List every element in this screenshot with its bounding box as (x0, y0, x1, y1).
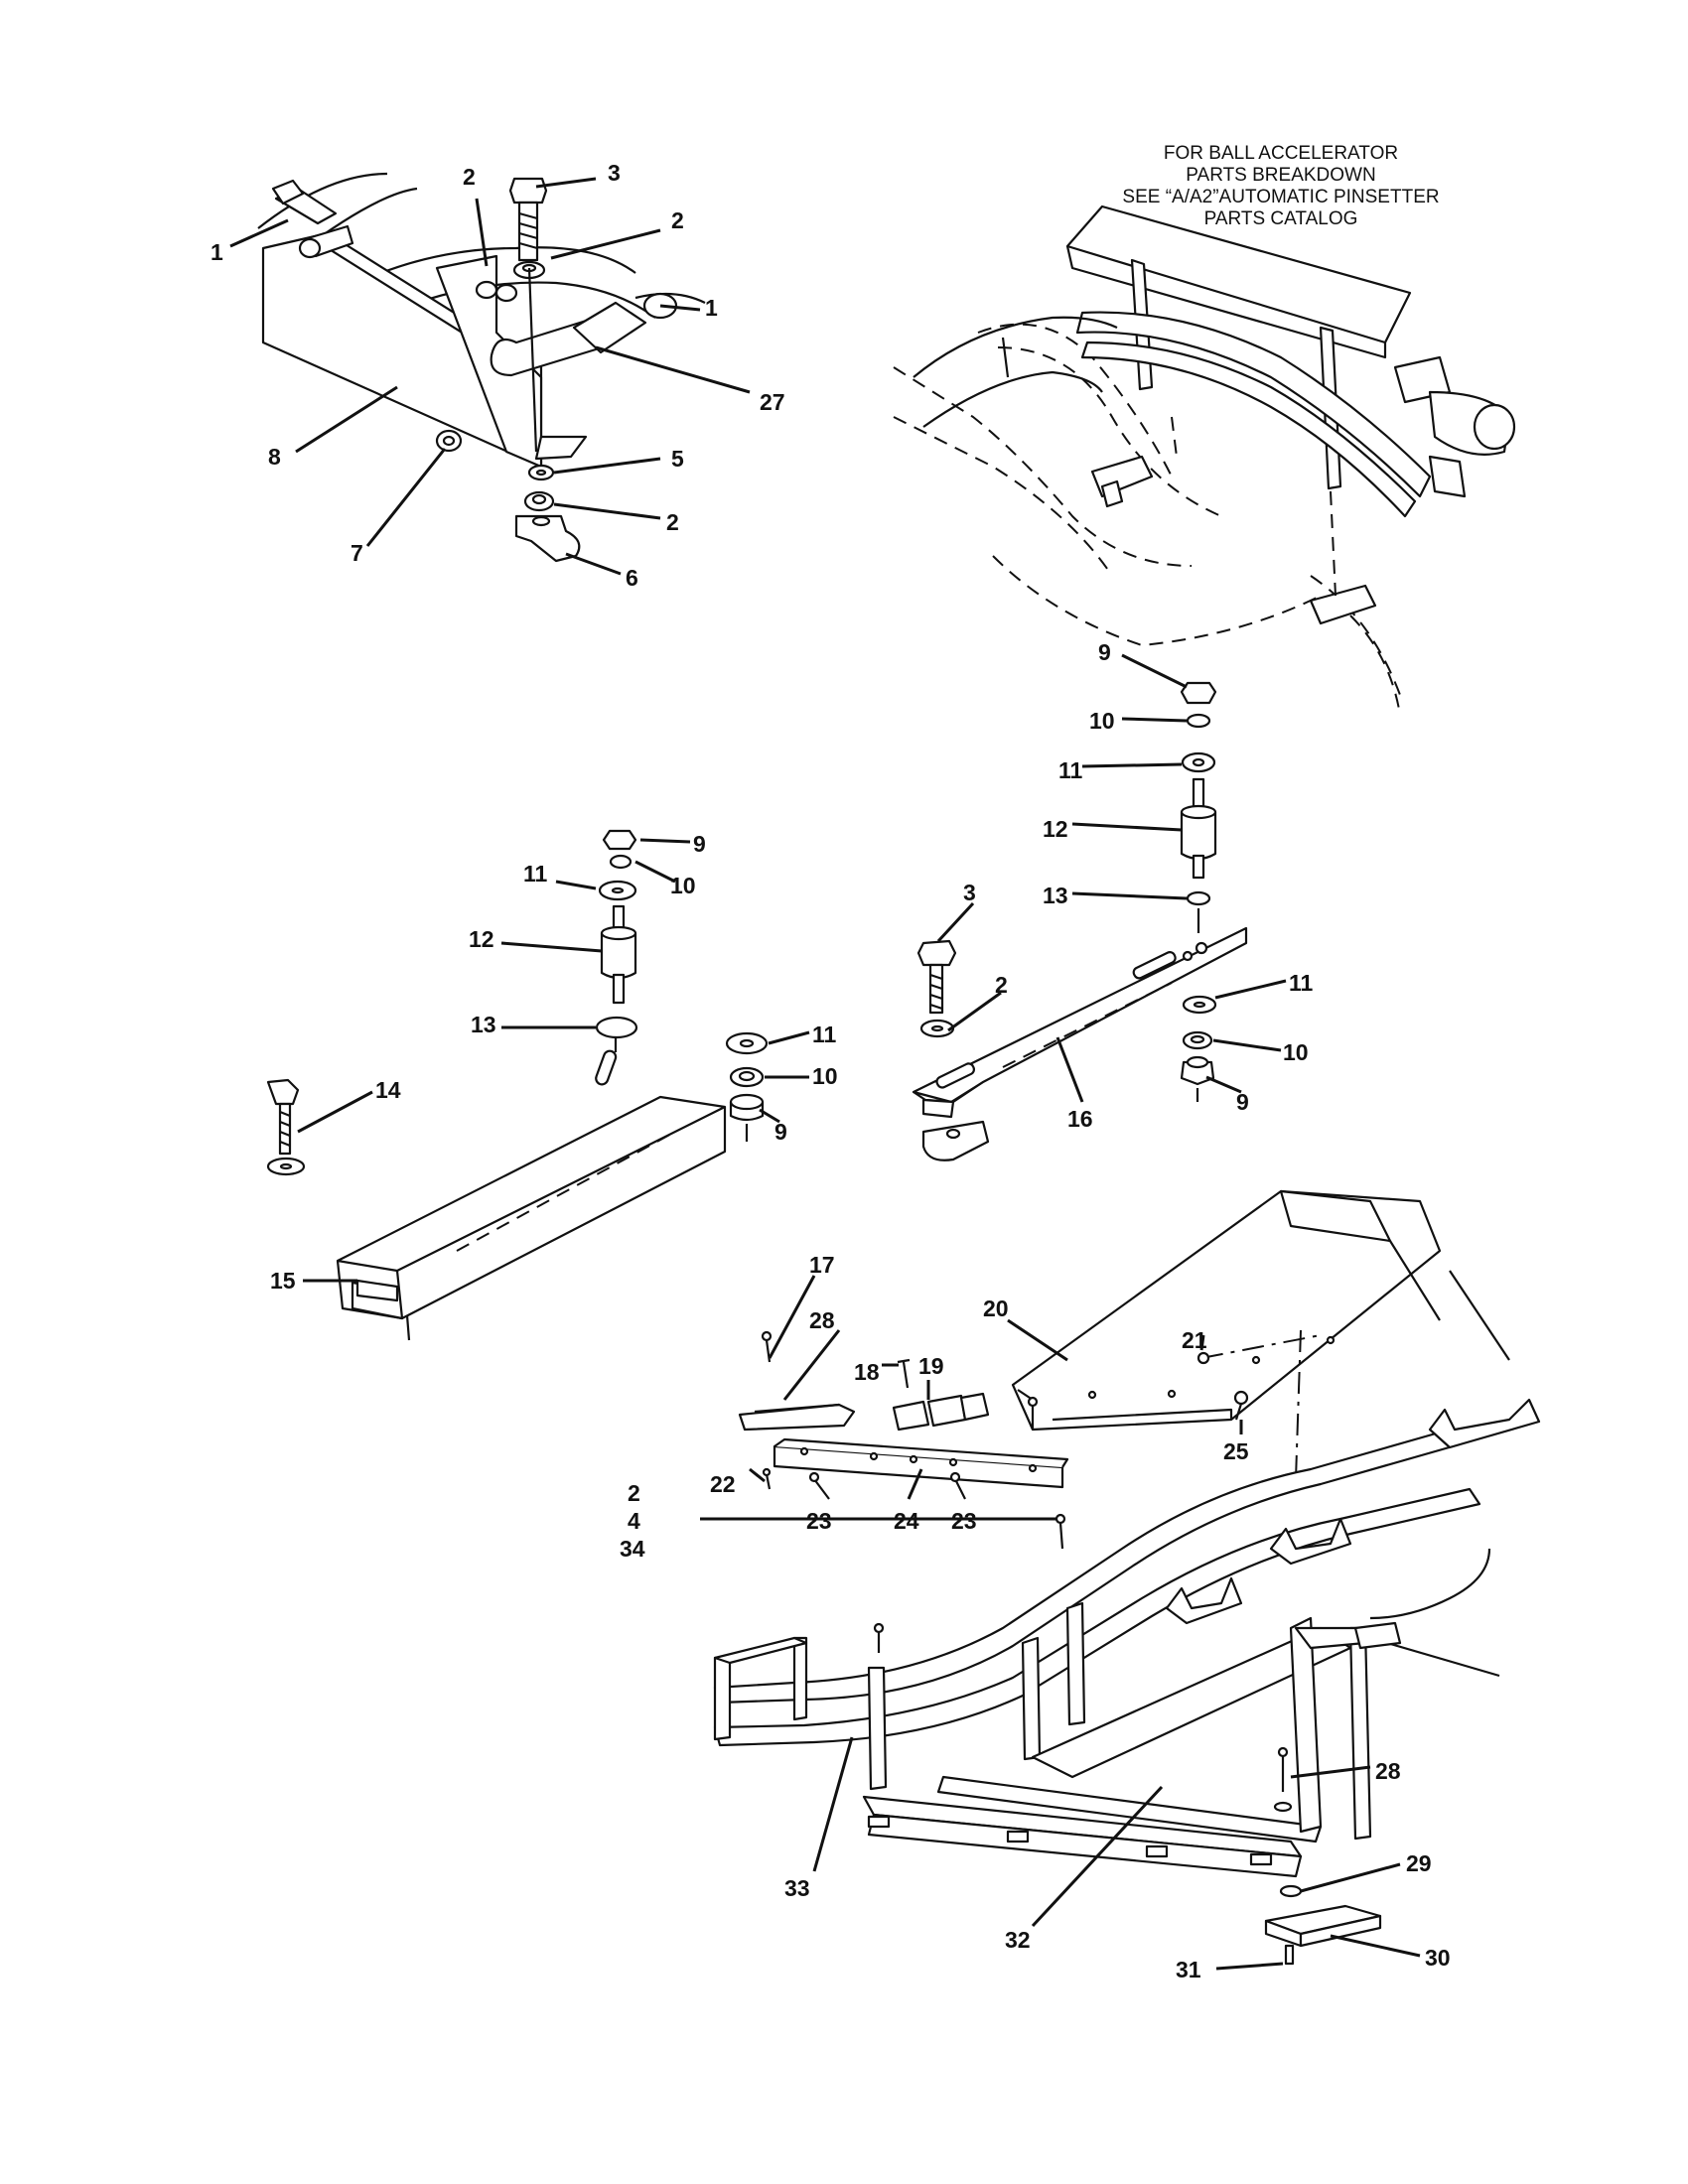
left-middle-assembly (266, 829, 810, 1341)
callout-23: 23 (951, 1508, 977, 1534)
middle-bracket-assembly (738, 1189, 1510, 1500)
callout-10: 10 (1283, 1039, 1309, 1065)
callout-21: 21 (1182, 1327, 1207, 1353)
callout-19: 19 (918, 1353, 944, 1379)
callout-8: 8 (268, 444, 281, 470)
note-line-3: SEE “A/A2”AUTOMATIC PINSETTER (1122, 187, 1440, 207)
callout-9: 9 (1236, 1089, 1249, 1115)
callout-4: 4 (628, 1508, 640, 1534)
callout-29: 29 (1406, 1850, 1432, 1876)
callout-20: 20 (983, 1296, 1009, 1321)
callout-34: 34 (620, 1536, 645, 1562)
callout-9: 9 (774, 1119, 787, 1145)
callout-10: 10 (670, 873, 696, 898)
callout-28: 28 (1375, 1758, 1401, 1784)
callout-11: 11 (812, 1022, 837, 1047)
callout-1: 1 (705, 295, 718, 321)
callout-16: 16 (1067, 1106, 1093, 1132)
callout-24: 24 (894, 1508, 919, 1534)
callout-11: 11 (1058, 757, 1083, 783)
callout-3: 3 (963, 880, 976, 905)
callout-13: 13 (471, 1012, 496, 1037)
top-left-assembly (229, 172, 751, 576)
callout-10: 10 (1089, 708, 1115, 734)
callout-12: 12 (1043, 816, 1068, 842)
callout-25: 25 (1223, 1438, 1249, 1464)
callout-27: 27 (760, 389, 785, 415)
right-middle-assembly (912, 653, 1287, 1161)
callout-17: 17 (809, 1252, 835, 1278)
callout-2: 2 (671, 207, 684, 233)
callout-2: 2 (463, 164, 476, 190)
callout-7: 7 (351, 540, 363, 566)
callout-2: 2 (995, 972, 1008, 998)
callout-3: 3 (608, 160, 621, 186)
callout-14: 14 (375, 1077, 401, 1103)
callout-10: 10 (812, 1063, 838, 1089)
top-right-assembly (893, 205, 1516, 716)
callout-31: 31 (1176, 1957, 1201, 1982)
callout-22: 22 (710, 1471, 736, 1497)
callout-11: 11 (523, 861, 548, 887)
callout-2: 2 (666, 509, 679, 535)
callout-1: 1 (211, 239, 223, 265)
callout-32: 32 (1005, 1927, 1031, 1953)
callout-2: 2 (628, 1480, 640, 1506)
callout-5: 5 (671, 446, 684, 472)
callout-11: 11 (1289, 970, 1314, 996)
callout-6: 6 (626, 565, 638, 591)
callout-28: 28 (809, 1307, 835, 1333)
callout-numbers: 1 2 3 2 1 27 8 5 7 2 6 9 10 11 12 13 3 2… (211, 160, 1451, 1982)
callout-33: 33 (784, 1875, 810, 1901)
callout-18: 18 (854, 1359, 880, 1385)
callout-9: 9 (693, 831, 706, 857)
callout-12: 12 (469, 926, 494, 952)
callout-13: 13 (1043, 883, 1068, 908)
callout-23: 23 (806, 1508, 832, 1534)
callout-15: 15 (270, 1268, 296, 1294)
callout-30: 30 (1425, 1945, 1451, 1971)
callout-9: 9 (1098, 639, 1111, 665)
note-line-2: PARTS BREAKDOWN (1186, 165, 1376, 186)
note-line-4: PARTS CATALOG (1203, 208, 1358, 229)
ball-accelerator-reference-note: FOR BALL ACCELERATOR PARTS BREAKDOWN SEE… (1082, 143, 1479, 230)
bottom-frame-assembly (700, 1398, 1541, 1971)
note-line-1: FOR BALL ACCELERATOR (1163, 143, 1399, 164)
